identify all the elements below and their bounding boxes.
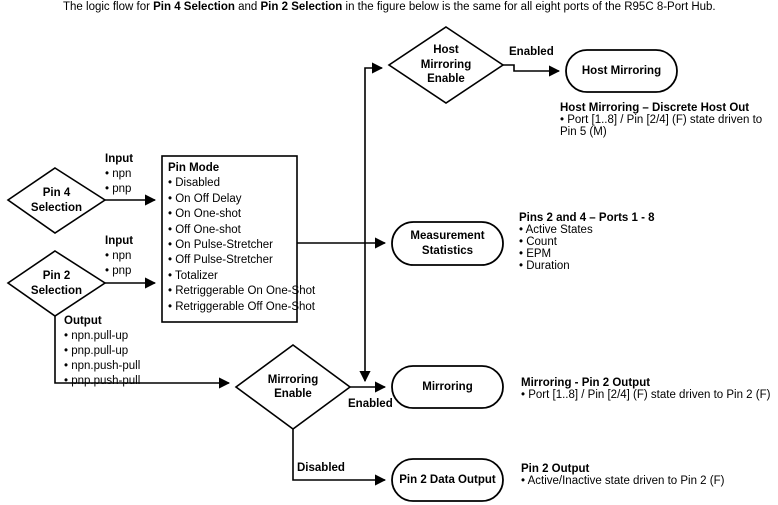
connector-trunk-up-to-host <box>364 62 384 243</box>
pin-2-output-item: • pnp.push-pull <box>64 374 141 387</box>
pin-mode-item: • Retriggerable Off One-Shot <box>168 300 316 313</box>
pin-2-output-note: Output • npn.pull-up • pnp.pull-up • npn… <box>64 314 140 389</box>
pin-2-output-note-title: Pin 2 Output <box>521 463 590 475</box>
host-mirroring-note-title: Host Mirroring – Discrete Host Out <box>560 102 750 114</box>
pin-2-input-note: Input • npn • pnp <box>105 234 133 279</box>
page-header: The logic flow for Pin 4 Selection and P… <box>63 1 716 15</box>
host-mirroring-side-note: Host Mirroring – Discrete Host Out • Por… <box>560 102 778 138</box>
pin-mode-item: • Totalizer <box>168 269 218 282</box>
pin-2-output-title: Output <box>64 315 102 327</box>
header-suffix: in the figure below is the same for all … <box>342 1 716 13</box>
pin-4-input-title: Input <box>105 153 134 165</box>
pin-mode-item: • On Off Delay <box>168 192 242 205</box>
pin-2-output-note-item: • Active/Inactive state driven to Pin 2 … <box>521 475 725 487</box>
header-prefix: The logic flow for <box>63 1 154 13</box>
connector-pin2-to-mirroring-enable <box>54 316 231 389</box>
header-bold-pin4: Pin 4 Selection <box>153 1 235 13</box>
measurement-note-item: • Active States <box>519 224 593 236</box>
edge-label-mirroring-enabled: Enabled <box>348 398 393 410</box>
measurement-note-item: • Duration <box>519 260 570 272</box>
pin-mode-content: Pin Mode • Disabled • On Off Delay • On … <box>168 161 315 315</box>
pin-mode-box[interactable] <box>161 155 298 323</box>
header-mid: and <box>234 1 261 13</box>
connector-host-enable-to-host-mirroring <box>503 64 561 77</box>
pin-mode-item: • On Pulse-Stretcher <box>168 239 274 252</box>
pin-mode-item: • Off Pulse-Stretcher <box>168 254 273 267</box>
edge-label-mirroring-disabled: Disabled <box>297 462 345 474</box>
pin-2-input-item: • pnp <box>105 264 132 277</box>
pin-mode-item: • On One-shot <box>168 208 242 221</box>
host-mirroring-node[interactable] <box>565 49 678 93</box>
pin-mode-title: Pin Mode <box>168 162 220 174</box>
mirroring-note-item: • Port [1..8] / Pin [2/4] (F) state driv… <box>521 389 771 401</box>
pin-mode-item: • Disabled <box>168 177 220 190</box>
pin-mode-item: • Off One-shot <box>168 223 241 236</box>
measurement-statistics-node[interactable] <box>391 221 504 266</box>
host-mirroring-note-item: • Port [1..8] / Pin [2/4] (F) state driv… <box>560 114 763 138</box>
edge-label-host-enabled: Enabled <box>509 46 554 58</box>
measurement-side-note: Pins 2 and 4 – Ports 1 - 8 • Active Stat… <box>519 212 655 272</box>
measurement-note-item: • Count <box>519 236 557 248</box>
measurement-note-item: • EPM <box>519 248 552 260</box>
pin-2-data-output-node[interactable] <box>391 458 504 502</box>
mirroring-note-title: Mirroring - Pin 2 Output <box>521 377 651 389</box>
mirroring-node[interactable] <box>391 365 504 409</box>
mirroring-side-note: Mirroring - Pin 2 Output • Port [1..8] /… <box>521 377 770 401</box>
pin-2-output-item: • npn.pull-up <box>64 329 129 342</box>
pin-2-output-side-note: Pin 2 Output • Active/Inactive state dri… <box>521 463 724 487</box>
pin-4-input-item: • pnp <box>105 182 132 195</box>
pin-2-input-title: Input <box>105 235 134 247</box>
host-mirroring-enable-node[interactable] <box>387 26 505 104</box>
pin-2-output-item: • pnp.pull-up <box>64 344 129 357</box>
pin-2-input-item: • npn <box>105 249 132 262</box>
pin-mode-item: • Retriggerable On One-Shot <box>168 285 316 298</box>
measurement-note-title: Pins 2 and 4 – Ports 1 - 8 <box>519 212 655 224</box>
header-bold-pin2: Pin 2 Selection <box>260 1 343 13</box>
pin-4-selection-node[interactable] <box>6 167 107 234</box>
pin-2-selection-node[interactable] <box>6 250 107 317</box>
connector-mirroring-enable-to-pin2-output <box>292 429 387 486</box>
mirroring-enable-node[interactable] <box>234 344 352 430</box>
pin-4-input-item: • npn <box>105 167 132 180</box>
pin-2-output-item: • npn.push-pull <box>64 359 141 372</box>
pin-4-input-note: Input • npn • pnp <box>105 152 133 197</box>
